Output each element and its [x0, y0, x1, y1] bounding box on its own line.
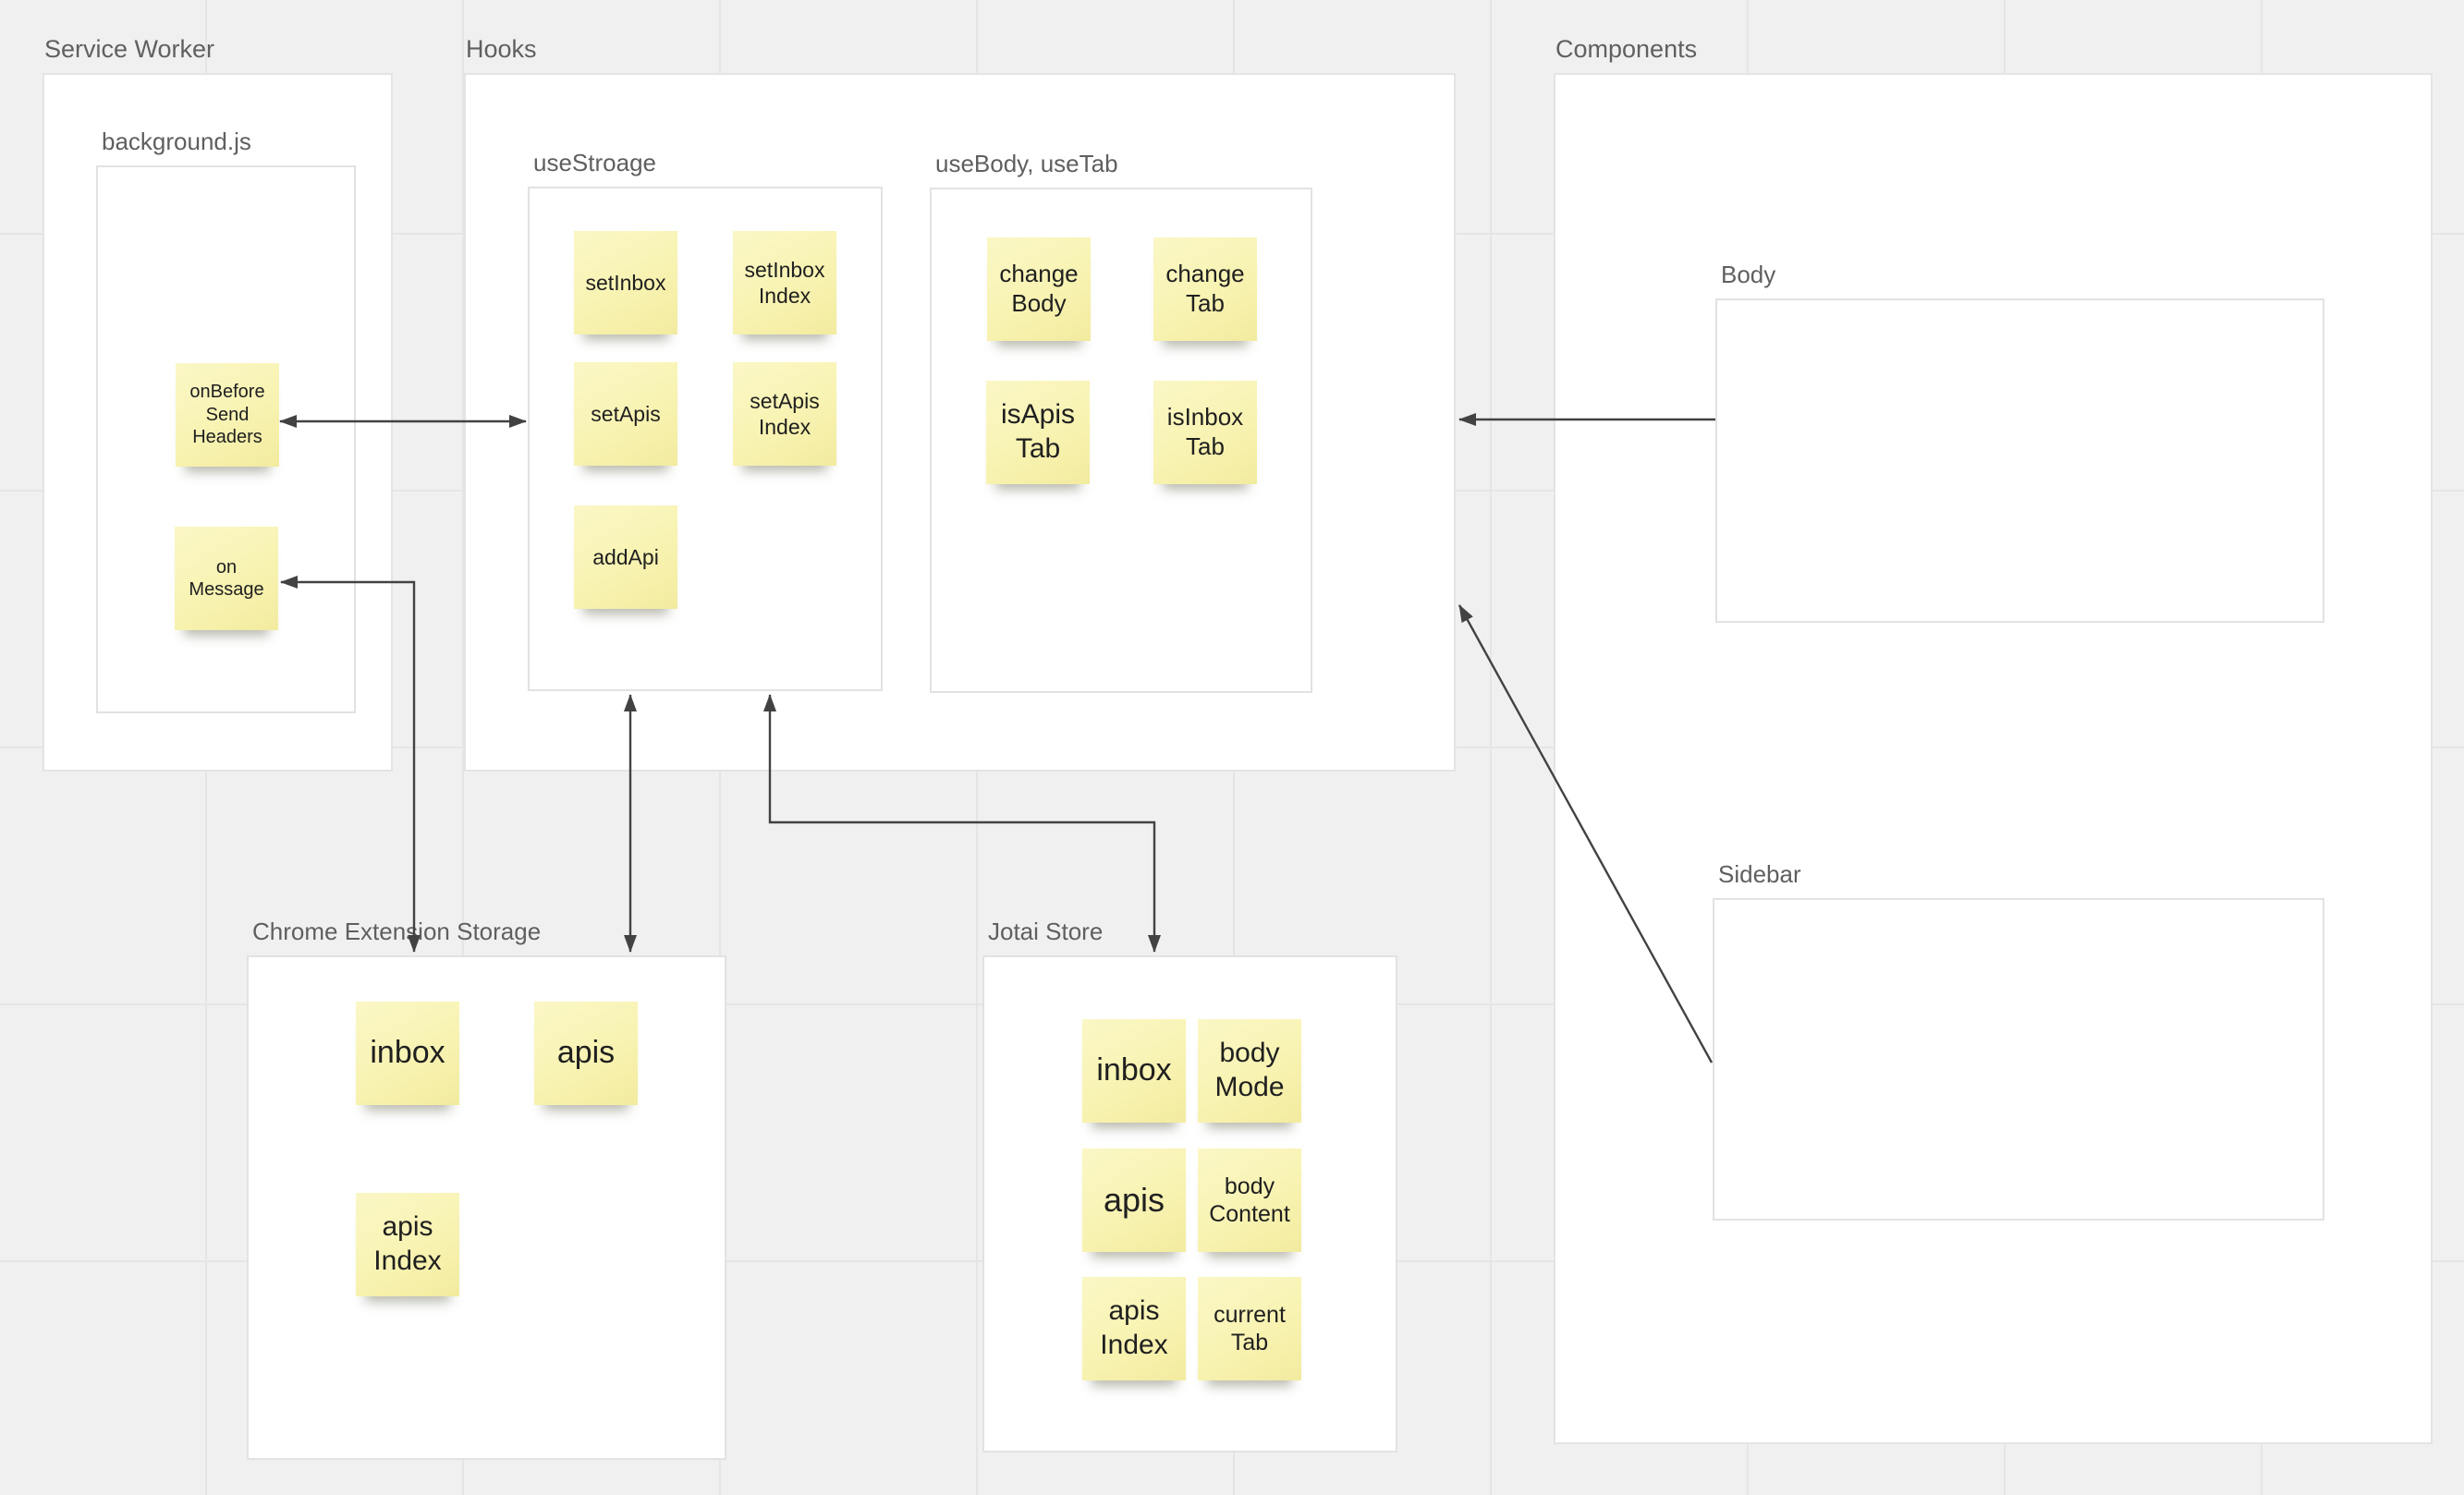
sticky-add-api[interactable]: addApi — [574, 505, 677, 609]
sticky-storage-apis[interactable]: apis — [534, 1002, 638, 1105]
box-sidebar[interactable] — [1713, 898, 2324, 1221]
boxe-label-sidebar: Sidebar — [1718, 860, 1801, 888]
frame-components[interactable] — [1554, 73, 2433, 1444]
sticky-jotai-inbox[interactable]: inbox — [1082, 1019, 1186, 1123]
boxe-label-body: Body — [1721, 261, 1776, 288]
box-chrome-extension-storage[interactable] — [247, 955, 726, 1460]
sticky-text: apis — [556, 1035, 616, 1071]
sticky-text: setInbox — [585, 270, 666, 295]
boxe-label-usestroage: useStroage — [533, 149, 656, 176]
boxe-label-jotai-store: Jotai Store — [988, 918, 1104, 945]
connector-sidebar-to-hooks[interactable] — [1458, 604, 1714, 1064]
sticky-text: apis — [1103, 1181, 1165, 1220]
sticky-text: inbox — [370, 1035, 445, 1071]
sticky-storage-inbox[interactable]: inbox — [356, 1002, 459, 1105]
box-body[interactable] — [1715, 298, 2324, 623]
boxe-label-background-js: background.js — [102, 128, 251, 155]
frame-label-service-worker: Service Worker — [44, 35, 215, 63]
sticky-text: setApis — [591, 401, 661, 426]
box-jotai-store[interactable] — [982, 955, 1397, 1452]
boxe-label-chrome-extension-storage: Chrome Extension Storage — [252, 918, 542, 945]
frame-label-hooks: Hooks — [466, 35, 537, 63]
sticky-set-apis[interactable]: setApis — [574, 362, 677, 466]
connector-usestroage-jotai[interactable] — [763, 694, 1161, 953]
boxe-label-usebody-usetab: useBody, useTab — [935, 150, 1118, 177]
sticky-text: addApi — [592, 544, 659, 569]
connector-onmessage-storage[interactable] — [280, 576, 421, 953]
sticky-jotai-apis[interactable]: apis — [1082, 1149, 1186, 1252]
sticky-text: inbox — [1096, 1052, 1172, 1088]
frame-label-components: Components — [1555, 35, 1698, 63]
sticky-set-inbox[interactable]: setInbox — [574, 231, 677, 334]
